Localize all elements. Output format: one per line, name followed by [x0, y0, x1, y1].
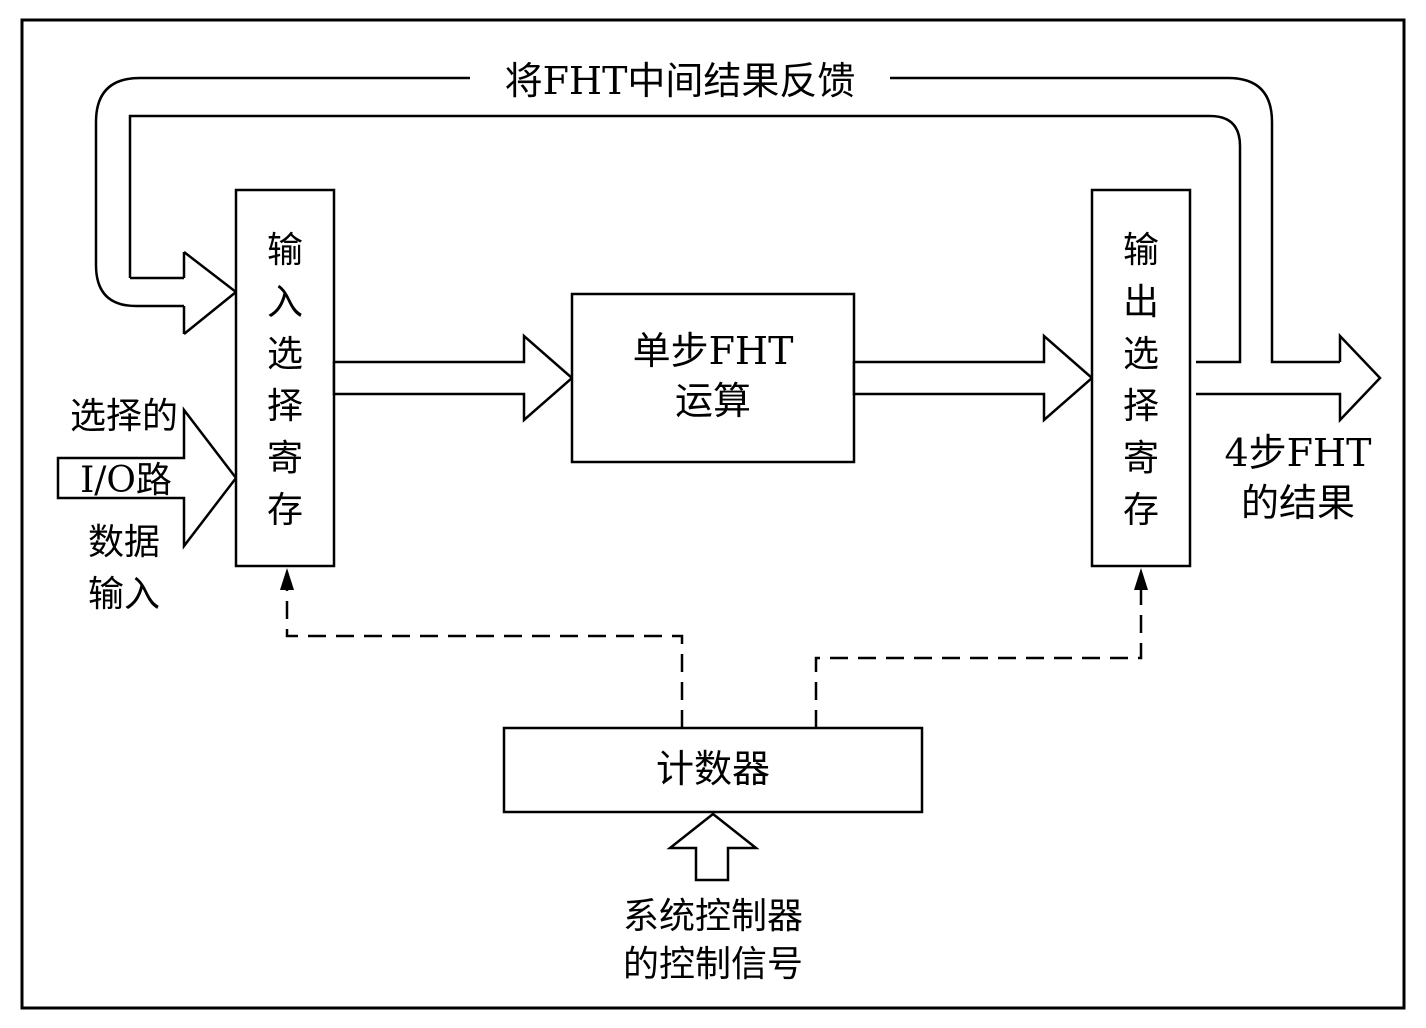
- output-register-char-3: 选: [1123, 334, 1159, 375]
- io-input-label-line1: 选择的: [70, 396, 178, 437]
- result-label-line1: 4步FHT: [1224, 431, 1371, 475]
- register-to-fht-arrow: [332, 333, 574, 423]
- feedback-label: 将FHT中间结果反馈: [505, 59, 856, 103]
- io-input-label-line4: 输入: [88, 574, 160, 615]
- control-line-to-input: [285, 588, 684, 728]
- counter-box: [502, 726, 924, 814]
- output-register-char-6: 存: [1123, 490, 1159, 531]
- output-register-char-1: 输: [1123, 230, 1159, 271]
- output-register-char-2: 出: [1123, 282, 1159, 323]
- output-register-char-4: 择: [1123, 386, 1159, 427]
- input-register-char-1: 输: [267, 230, 303, 271]
- fht-unit-line2: 运算: [675, 379, 751, 423]
- control-signal-line2: 的控制信号: [623, 944, 803, 985]
- control-arrowhead-input: [280, 568, 294, 590]
- feedback-pipe-outer-right: [890, 76, 1340, 364]
- input-register-char-4: 择: [267, 386, 303, 427]
- input-register-char-3: 选: [267, 334, 303, 375]
- output-register-char-5: 寄: [1123, 438, 1159, 479]
- input-register-char-5: 寄: [267, 438, 303, 479]
- fht-unit-line1: 单步FHT: [633, 329, 794, 373]
- input-select-register: [234, 188, 336, 568]
- control-line-to-output: [814, 588, 1143, 728]
- feedback-arrowhead: [183, 251, 239, 335]
- control-signal-arrow: [666, 812, 760, 882]
- input-register-char-6: 存: [267, 490, 303, 531]
- feedback-pipe-outer: [94, 76, 470, 308]
- io-input-label-line2: I/O路: [80, 460, 172, 501]
- fht-to-output-arrow: [852, 333, 1094, 423]
- counter-label: 计数器: [656, 747, 770, 791]
- input-register-char-2: 入: [267, 282, 303, 323]
- io-input-arrow: [56, 406, 238, 550]
- control-arrowhead-output: [1134, 568, 1148, 590]
- result-arrow: [1196, 332, 1382, 424]
- result-label-line2: 的结果: [1241, 481, 1355, 525]
- diagram-frame: [20, 18, 1406, 1010]
- single-step-fht-unit: [570, 292, 856, 464]
- io-input-label-line3: 数据: [88, 522, 160, 563]
- control-signal-line1: 系统控制器: [623, 896, 803, 937]
- feedback-pipe-inner: [128, 114, 1242, 364]
- output-select-register: [1090, 188, 1192, 568]
